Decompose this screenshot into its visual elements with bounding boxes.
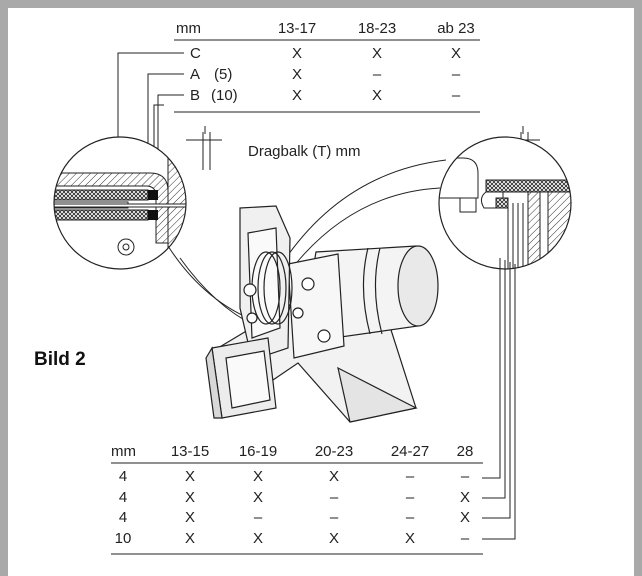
top-table-row-b-sub: (10) <box>211 87 238 104</box>
bottom-table-cell: – <box>406 509 415 526</box>
top-table-row-a-label: A <box>190 66 200 83</box>
top-table-cell: X <box>292 66 302 83</box>
top-table-row-b-label: B <box>190 87 200 104</box>
top-table-header-13-17: 13-17 <box>278 20 316 37</box>
bottom-table-cell: X <box>253 530 263 547</box>
bottom-table-header: 20-23 <box>315 443 353 460</box>
bottom-table-header: 24-27 <box>391 443 429 460</box>
top-table-cell: X <box>451 45 461 62</box>
dragbalk-label: Dragbalk (T) mm <box>248 143 361 160</box>
bottom-table-cell: X <box>253 468 263 485</box>
top-table-header-mm: mm <box>176 20 201 37</box>
left-detail-view <box>53 136 187 270</box>
bottom-table-row: 4 X X X – – <box>119 468 470 485</box>
top-table-cell: – <box>452 66 461 83</box>
assembly-drawing: mm 13-17 18-23 ab 23 C X X X A (5) X – –… <box>34 20 572 555</box>
top-table-cell: – <box>373 66 382 83</box>
bottom-table-cell: X <box>185 468 195 485</box>
left-dimension-mark <box>186 126 222 170</box>
bottom-table-cell: X <box>329 468 339 485</box>
figure-panel: mm 13-17 18-23 ab 23 C X X X A (5) X – –… <box>8 8 634 576</box>
bottom-table: mm 13-15 16-19 20-23 24-27 28 4 X X X – … <box>111 443 483 555</box>
bottom-table-header-mm: mm <box>111 443 136 460</box>
top-table-header-18-23: 18-23 <box>358 20 396 37</box>
bottom-table-cell: – <box>461 530 470 547</box>
top-table-header-ab-23: ab 23 <box>437 20 475 37</box>
bottom-table-cell: 4 <box>119 468 127 485</box>
bottom-leader-lines <box>482 258 516 540</box>
bottom-table-header: 28 <box>457 443 474 460</box>
bottom-table-row: 4 X X – – X <box>119 489 470 506</box>
bottom-table-cell: X <box>185 509 195 526</box>
coupling-assembly <box>205 205 439 423</box>
bottom-table-cell: X <box>253 489 263 506</box>
bottom-table-cell: 4 <box>119 509 127 526</box>
top-table-cell: X <box>372 87 382 104</box>
bottom-table-header: 13-15 <box>171 443 209 460</box>
bottom-table-cell: X <box>405 530 415 547</box>
top-table-cell: X <box>292 87 302 104</box>
bottom-table-cell: – <box>406 468 415 485</box>
top-table-row-c-label: C <box>190 45 201 62</box>
top-table-row-a-sub: (5) <box>214 66 232 83</box>
top-table-cell: – <box>452 87 461 104</box>
figure-label: Bild 2 <box>34 349 86 370</box>
top-table-cell: X <box>292 45 302 62</box>
bottom-table-cell: – <box>330 509 339 526</box>
bottom-table-cell: X <box>329 530 339 547</box>
bottom-table-row: 10 X X X X – <box>115 530 470 547</box>
bottom-table-cell: X <box>460 509 470 526</box>
bottom-table-cell: X <box>185 489 195 506</box>
bottom-table-cell: – <box>254 509 263 526</box>
bottom-table-cell: – <box>406 489 415 506</box>
bottom-table-row: 4 X – – – X <box>119 509 470 526</box>
bottom-table-cell: 4 <box>119 489 127 506</box>
bottom-table-cell: – <box>461 468 470 485</box>
bottom-table-cell: X <box>460 489 470 506</box>
top-table: mm 13-17 18-23 ab 23 C X X X A (5) X – –… <box>174 20 480 113</box>
bottom-table-cell: – <box>330 489 339 506</box>
bottom-table-cell: 10 <box>115 530 132 547</box>
top-table-cell: X <box>372 45 382 62</box>
bottom-table-cell: X <box>185 530 195 547</box>
right-detail-view <box>438 136 572 270</box>
bottom-table-header: 16-19 <box>239 443 277 460</box>
